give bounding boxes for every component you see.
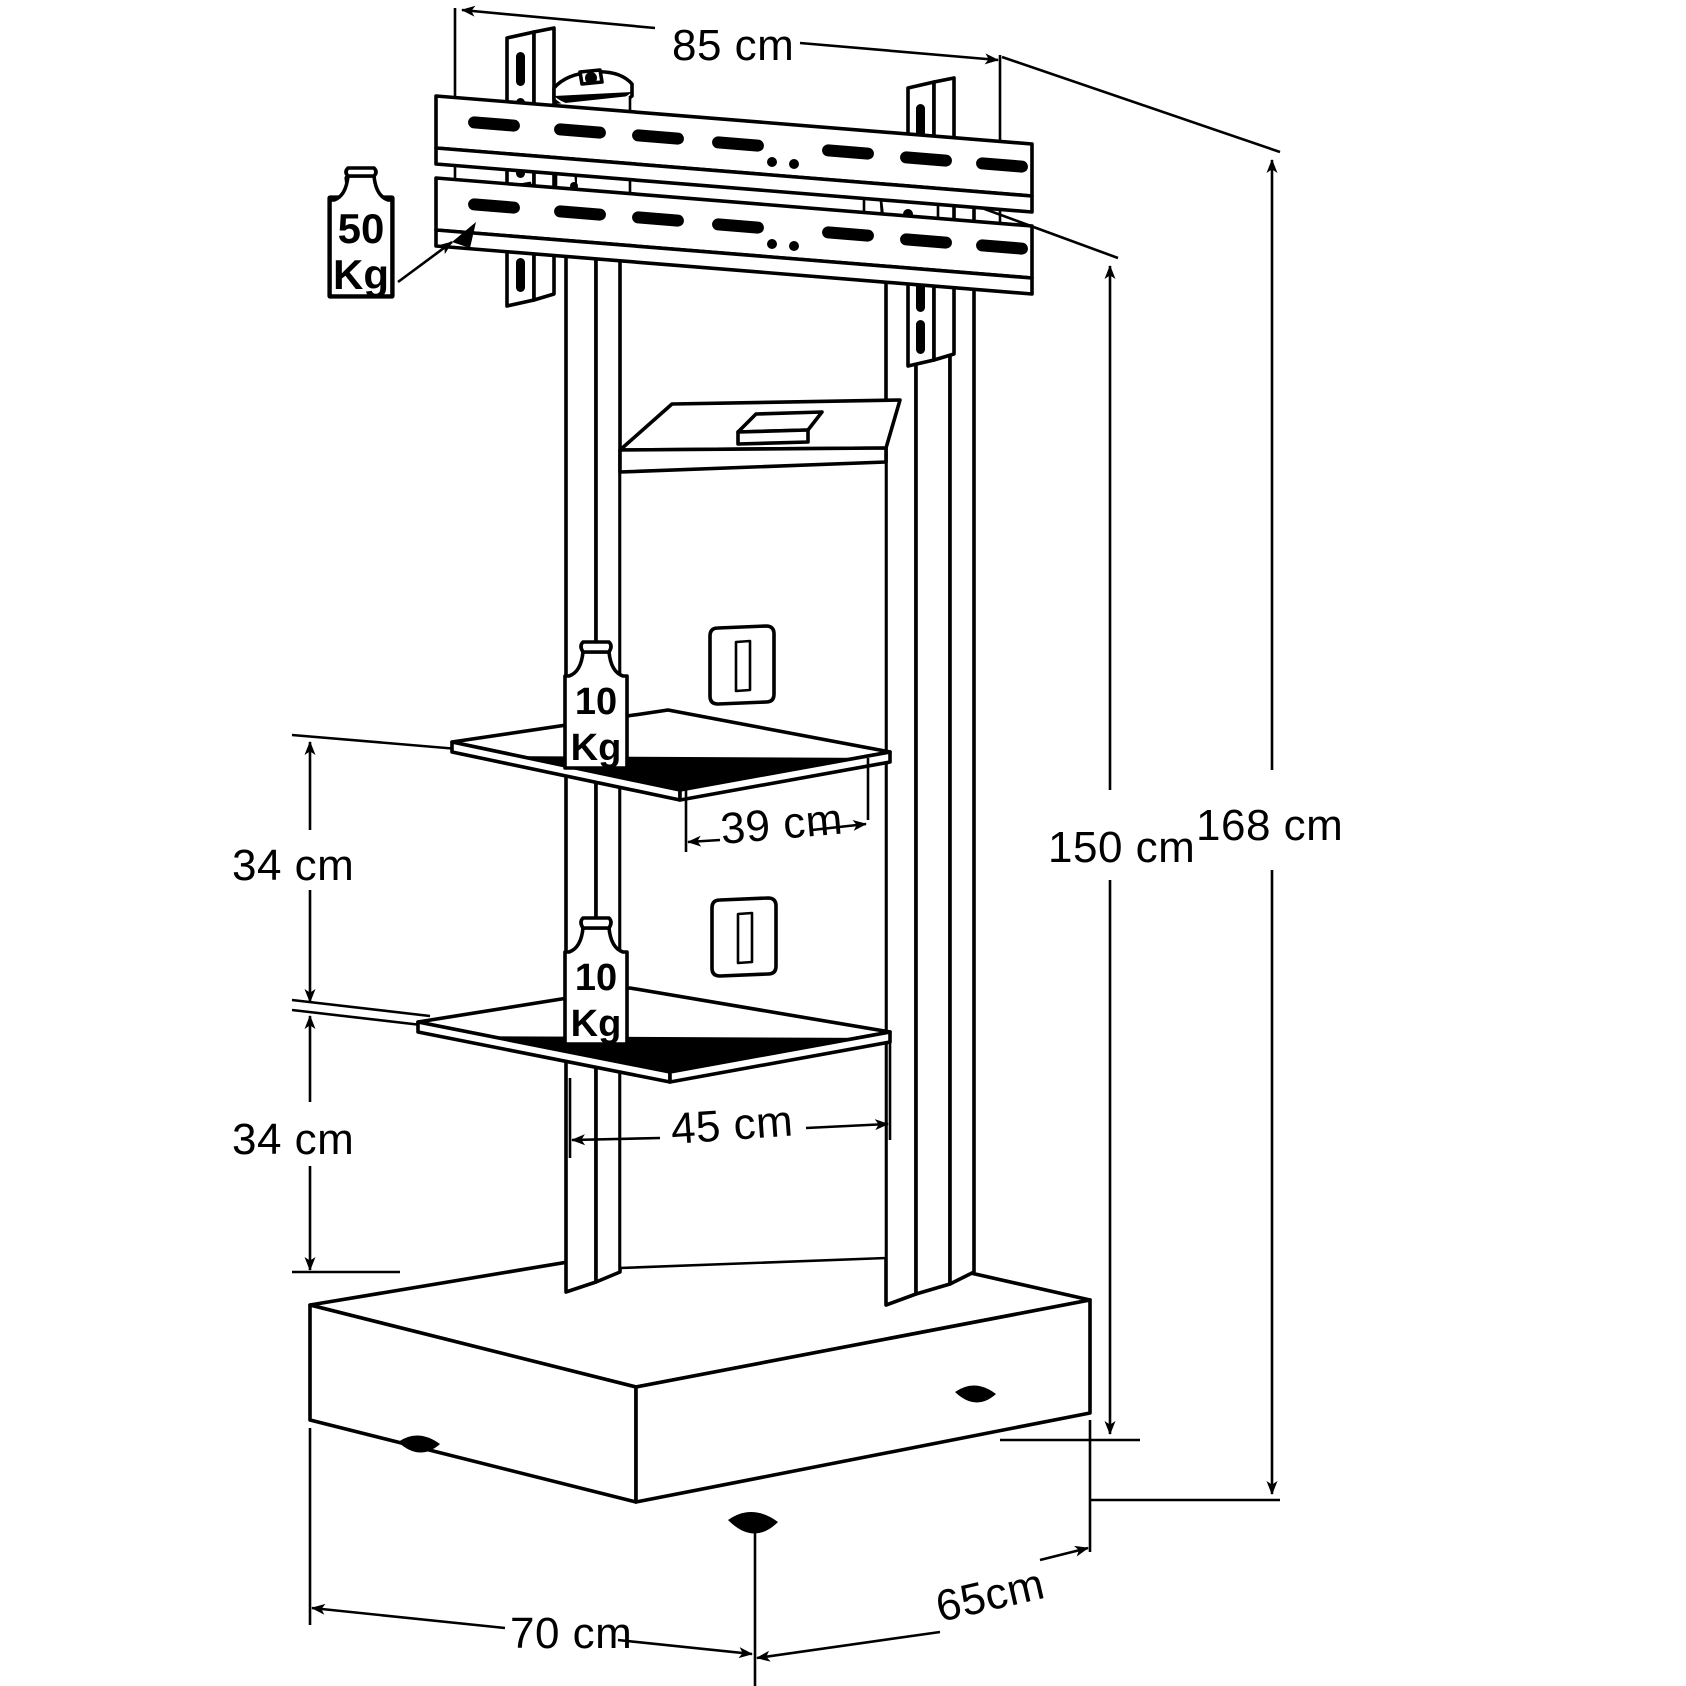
dimension-lower-shelf-depth: 45 cm: [568, 1042, 892, 1158]
load-tag-50kg-value: 50: [338, 205, 385, 252]
load-tag-50kg: 50 Kg: [327, 166, 395, 299]
vesa-rail-lower: [434, 176, 1034, 296]
load-tag-10kg-lower-unit: Kg: [571, 1003, 622, 1045]
leader-50kg: [397, 222, 476, 284]
rail-slots-lower: [468, 198, 1028, 255]
dimension-upper-shelf-depth: 39 cm: [684, 758, 870, 854]
load-tag-10kg-upper-unit: Kg: [571, 727, 622, 769]
shelf-clamp-lower: [710, 896, 778, 978]
dimension-label-85cm: 85 cm: [672, 21, 794, 70]
top-tray: [618, 398, 902, 474]
dimension-label-34cm-upper: 34 cm: [232, 841, 354, 890]
dimension-label-45cm: 45 cm: [669, 1097, 794, 1154]
caster-front-right: [728, 1511, 778, 1534]
rail-slots-upper: [468, 116, 1028, 173]
shelf-clamp-upper: [708, 624, 776, 706]
dimension-label-39cm: 39 cm: [719, 794, 845, 853]
vesa-rail-upper: [434, 94, 1034, 214]
shelf-lower: [416, 986, 892, 1084]
caster-right: [955, 1385, 996, 1403]
caster-front-left: [398, 1435, 440, 1453]
load-tag-10kg-lower: 10 Kg: [563, 916, 629, 1046]
vesa-mount-assembly: [434, 26, 1034, 368]
dimension-label-70cm: 70 cm: [510, 1609, 632, 1658]
dimension-screen-mount-height: 150 cm: [959, 198, 1195, 1442]
shelf-upper: [450, 708, 892, 802]
dimension-label-168cm: 168 cm: [1196, 801, 1343, 850]
dimension-label-34cm-lower: 34 cm: [232, 1115, 354, 1164]
load-tag-10kg-upper-value: 10: [575, 681, 617, 723]
dimension-label-150cm: 150 cm: [1048, 823, 1195, 872]
load-tag-10kg-lower-value: 10: [575, 957, 617, 999]
dimension-upper-gap: 34 cm: [232, 733, 471, 1018]
load-tag-10kg-upper: 10 Kg: [563, 640, 629, 770]
dimension-base-width: 70 cm: [308, 1428, 757, 1686]
dimension-lower-gap: 34 cm: [232, 1008, 431, 1274]
dimension-overall-height: 168 cm: [1001, 55, 1343, 1502]
load-tag-50kg-unit: Kg: [333, 251, 389, 298]
